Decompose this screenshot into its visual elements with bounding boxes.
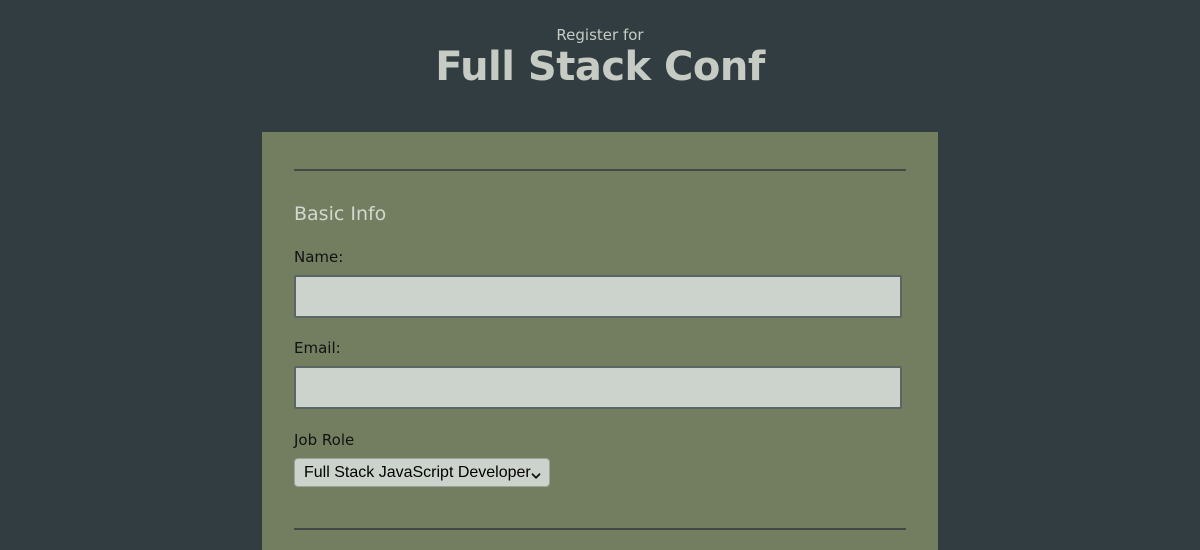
- email-input[interactable]: [294, 366, 902, 409]
- job-role-selected-value: Full Stack JavaScript Developer: [304, 464, 531, 481]
- job-role-label: Job Role: [294, 431, 355, 449]
- email-label: Email:: [294, 339, 341, 357]
- section-divider-top: [294, 169, 906, 171]
- page-title: Full Stack Conf: [435, 44, 765, 90]
- chevron-down-icon: [531, 466, 541, 479]
- header-subtitle: Register for: [556, 26, 644, 44]
- job-role-select[interactable]: Full Stack JavaScript Developer: [294, 458, 550, 487]
- name-label: Name:: [294, 248, 344, 266]
- name-input[interactable]: [294, 275, 902, 318]
- basic-info-heading: Basic Info: [294, 203, 387, 225]
- section-divider-bottom: [294, 528, 906, 530]
- registration-form: Basic Info Name: Email: Job Role Full St…: [262, 132, 938, 550]
